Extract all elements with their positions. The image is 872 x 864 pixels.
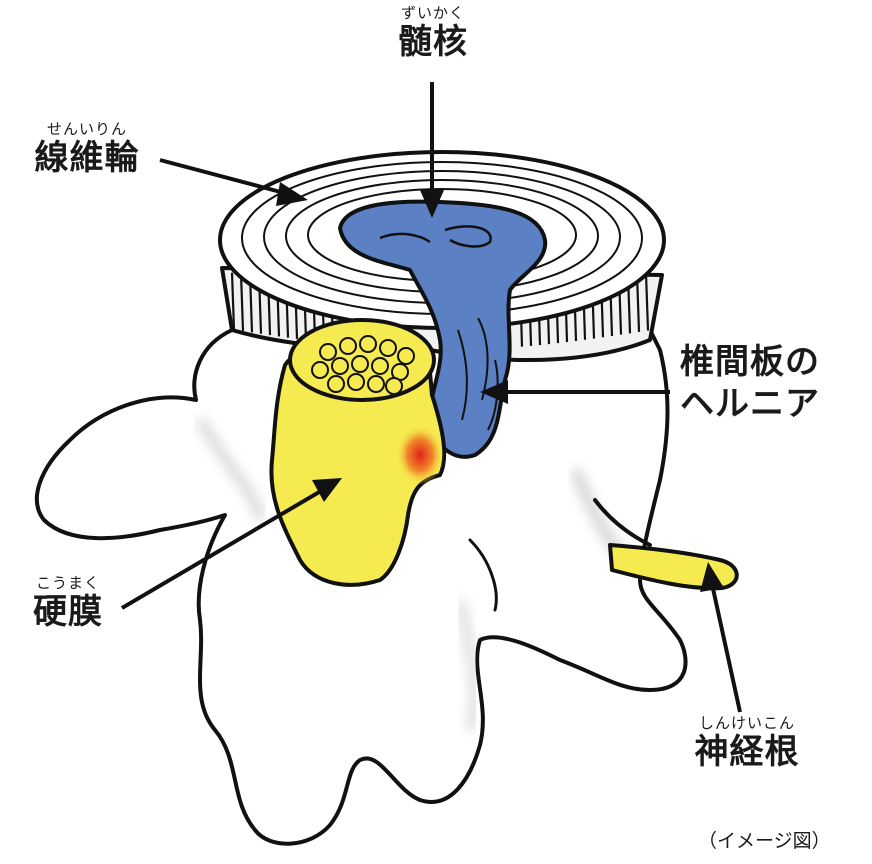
arrow-nucleus (420, 82, 444, 218)
nerve-fiber (311, 361, 329, 379)
label-herniation-line2: ヘルニア (680, 384, 820, 424)
label-nerve-root-ruby: しんけいこん (698, 714, 795, 732)
nerve-fiber (379, 339, 397, 357)
label-herniation-line1: 椎間板の (680, 342, 820, 382)
label-nucleus-ruby: ずいかく (400, 4, 465, 22)
arrow-nerve-root (700, 562, 742, 713)
nerve-fiber (327, 375, 345, 393)
nerve-fiber (351, 355, 369, 373)
pointer-arrows (120, 82, 742, 713)
label-annulus-ruby: せんいりん (46, 120, 127, 138)
label-nucleus: ずいかく 髄核 (378, 4, 488, 62)
arrow-annulus (159, 158, 308, 206)
nerve-fiber (397, 347, 415, 365)
dura-mater (269, 318, 447, 587)
label-nucleus-term: 髄核 (398, 22, 468, 62)
rim-stripe (644, 273, 650, 331)
label-dura: こうまく 硬膜 (18, 574, 118, 632)
nerve-fiber (367, 375, 385, 393)
nerve-fiber (339, 337, 357, 355)
nerve-fiber (385, 377, 403, 395)
arrow-dura (120, 478, 342, 610)
label-annulus: せんいりん 線維輪 (22, 120, 152, 178)
nerve-fiber (331, 357, 349, 375)
image-caption: （イメージ図） (698, 830, 831, 852)
arrow-herniation (480, 380, 670, 404)
label-annulus-term: 線維輪 (34, 138, 140, 178)
nerve-fiber (347, 373, 365, 391)
label-nerve-root: しんけいこん 神経根 (672, 714, 822, 772)
label-dura-ruby: こうまく (35, 574, 100, 592)
label-dura-term: 硬膜 (33, 592, 103, 632)
nerve-fiber (371, 357, 389, 375)
nerve-fiber (359, 335, 377, 353)
nerve-fiber (319, 343, 337, 361)
label-herniation: 椎間板の ヘルニア (680, 345, 820, 421)
rim-stripe (239, 273, 245, 332)
rim-stripe (230, 272, 236, 330)
label-nerve-root-term: 神経根 (694, 732, 800, 772)
